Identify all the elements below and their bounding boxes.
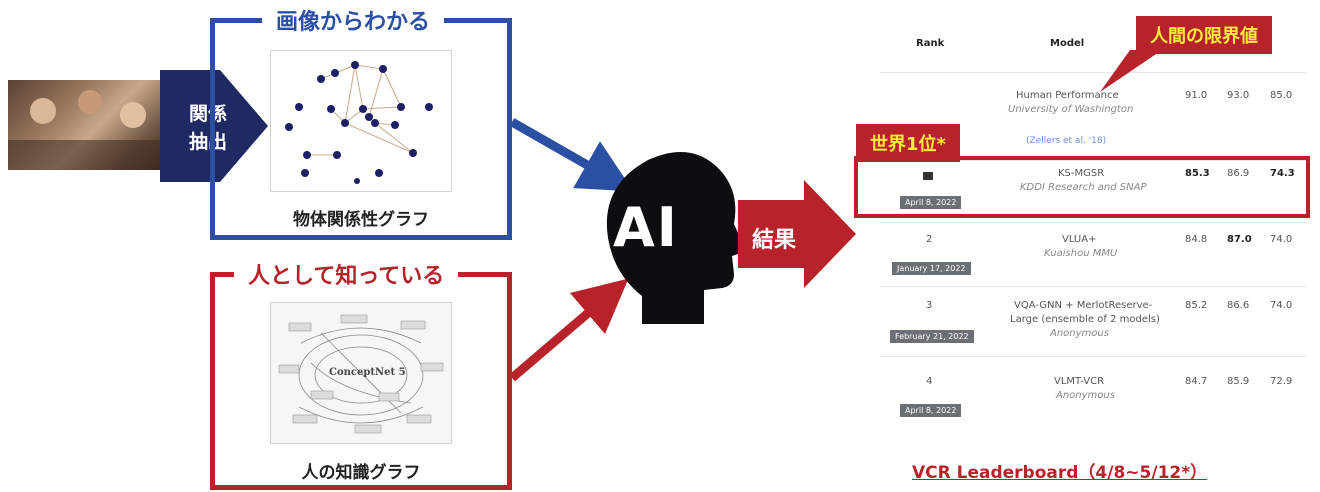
ai-label: AI	[613, 196, 679, 259]
ai-head-icon	[606, 152, 744, 324]
row-1-score-1: 85.3	[1185, 168, 1210, 179]
human-name: Human Performance	[1016, 90, 1119, 101]
row-4-org: Anonymous	[1056, 390, 1115, 401]
leaderboard-panel	[878, 8, 1308, 438]
header-rank: Rank	[916, 38, 945, 49]
row-4-model: VLMT-VCR	[1054, 376, 1105, 387]
row-3-date: February 21, 2022	[890, 330, 974, 343]
object-relation-caption: 物体関係性グラフ	[293, 210, 429, 230]
row-1-score-2: 86.9	[1227, 168, 1250, 179]
rank-1-icon	[923, 172, 933, 180]
row-2-rank: 2	[926, 234, 933, 245]
flow-arrows	[509, 118, 634, 382]
blue-arrow	[509, 118, 634, 192]
human-score-1: 91.0	[1185, 90, 1208, 101]
human-link[interactable]: (Zellers et al. '18)	[1026, 136, 1107, 146]
red-arrow	[509, 278, 629, 382]
conceptnet-image: ConceptNet 5	[270, 302, 452, 444]
conceptnet-label: ConceptNet 5	[329, 367, 406, 378]
human-knowledge-caption: 人の知識グラフ	[301, 463, 421, 483]
row-1-model: KS-MGSR	[1058, 168, 1105, 179]
human-callout-pointer	[1100, 50, 1162, 92]
leaderboard-caption[interactable]: VCR Leaderboard（4/8~5/12*）	[912, 463, 1208, 483]
row-1-date: April 8, 2022	[900, 196, 962, 209]
row-3-model-2: Large (ensemble of 2 models)	[1010, 314, 1160, 325]
rank-1-highlight	[854, 156, 1310, 218]
row-2-org: Kuaishou MMU	[1044, 248, 1118, 259]
row-2-model: VLUA+	[1062, 234, 1097, 245]
result-label: 結果	[752, 228, 797, 253]
row-2-score-2: 87.0	[1227, 234, 1252, 245]
row-4-rank: 4	[926, 376, 933, 387]
row-2-score-3: 74.0	[1270, 234, 1293, 245]
human-score-3: 85.0	[1270, 90, 1293, 101]
human-limit-callout: 人間の限界値	[1136, 16, 1272, 54]
row-4-date: April 8, 2022	[900, 404, 962, 417]
header-model: Model	[1050, 38, 1085, 49]
input-photo	[8, 80, 166, 170]
row-3-score-3: 74.0	[1270, 300, 1293, 311]
row-1-org: KDDI Research and SNAP	[1020, 182, 1147, 193]
human-knowledge-frame-title: 人として知っている	[234, 258, 459, 290]
row-2-date: January 17, 2022	[892, 262, 971, 275]
object-relation-graph	[270, 50, 452, 192]
human-org: University of Washington	[1008, 104, 1134, 115]
row-4-score-1: 84.7	[1185, 376, 1208, 387]
graph-drawing	[285, 61, 433, 184]
row-3-rank: 3	[926, 300, 933, 311]
result-arrow	[738, 180, 856, 288]
row-3-score-2: 86.6	[1227, 300, 1250, 311]
row-3-score-1: 85.2	[1185, 300, 1208, 311]
row-3-org: Anonymous	[1050, 328, 1109, 339]
world-first-callout: 世界1位*	[856, 124, 960, 162]
row-4-score-3: 72.9	[1270, 376, 1293, 387]
row-4-score-2: 85.9	[1227, 376, 1250, 387]
object-relation-frame-title: 画像からわかる	[262, 4, 445, 36]
human-score-2: 93.0	[1227, 90, 1250, 101]
conceptnet-drawing	[278, 314, 444, 434]
row-2-score-1: 84.8	[1185, 234, 1208, 245]
row-3-model: VQA-GNN + MerlotReserve-	[1014, 300, 1153, 311]
relation-extraction-label: 関係 抽出	[188, 103, 227, 153]
row-1-score-3: 74.3	[1270, 168, 1295, 179]
